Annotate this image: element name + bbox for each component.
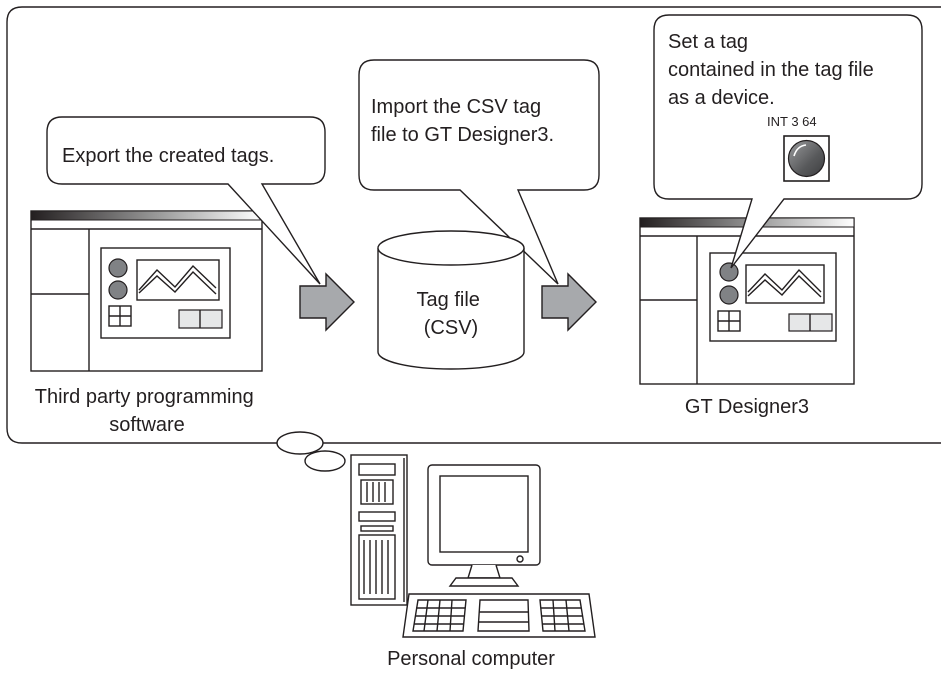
thought-bubble-icon [276,431,346,472]
desktop-computer-icon [350,454,596,638]
personal-computer-caption: Personal computer [387,648,555,670]
import-line-2: file to GT Designer3. [371,124,554,146]
tag-file-label: Tag file (CSV) [417,289,486,339]
gt-designer-caption: GT Designer3 [685,396,809,418]
lamp-device-label: INT 3 64 [767,114,817,129]
right-arrow-icon-2 [541,272,597,332]
tag-file-line-2: (CSV) [424,317,478,339]
right-arrow-icon-1 [299,272,355,332]
third-party-caption: Third party programming software [35,386,260,436]
third-party-caption-line-2: software [109,414,185,436]
export-line-1: Export the created tags. [62,145,274,167]
export-bubble-text: Export the created tags. [62,145,274,167]
set-tag-line-2: contained in the tag file [668,59,874,81]
third-party-caption-line-1: Third party programming [35,386,254,408]
tag-file-line-1: Tag file [417,289,480,311]
lamp-icon [783,135,830,182]
import-bubble [358,59,600,285]
export-bubble [46,116,326,285]
database-cylinder-icon [377,230,525,370]
import-bubble-text: Import the CSV tag file to GT Designer3. [371,96,554,146]
third-party-software-window [30,210,263,372]
set-tag-line-3: as a device. [668,87,775,109]
set-tag-bubble-text: Set a tag contained in the tag file as a… [668,31,879,109]
import-line-1: Import the CSV tag [371,96,541,118]
set-tag-line-1: Set a tag [668,31,748,53]
workspace-frame [6,6,941,444]
